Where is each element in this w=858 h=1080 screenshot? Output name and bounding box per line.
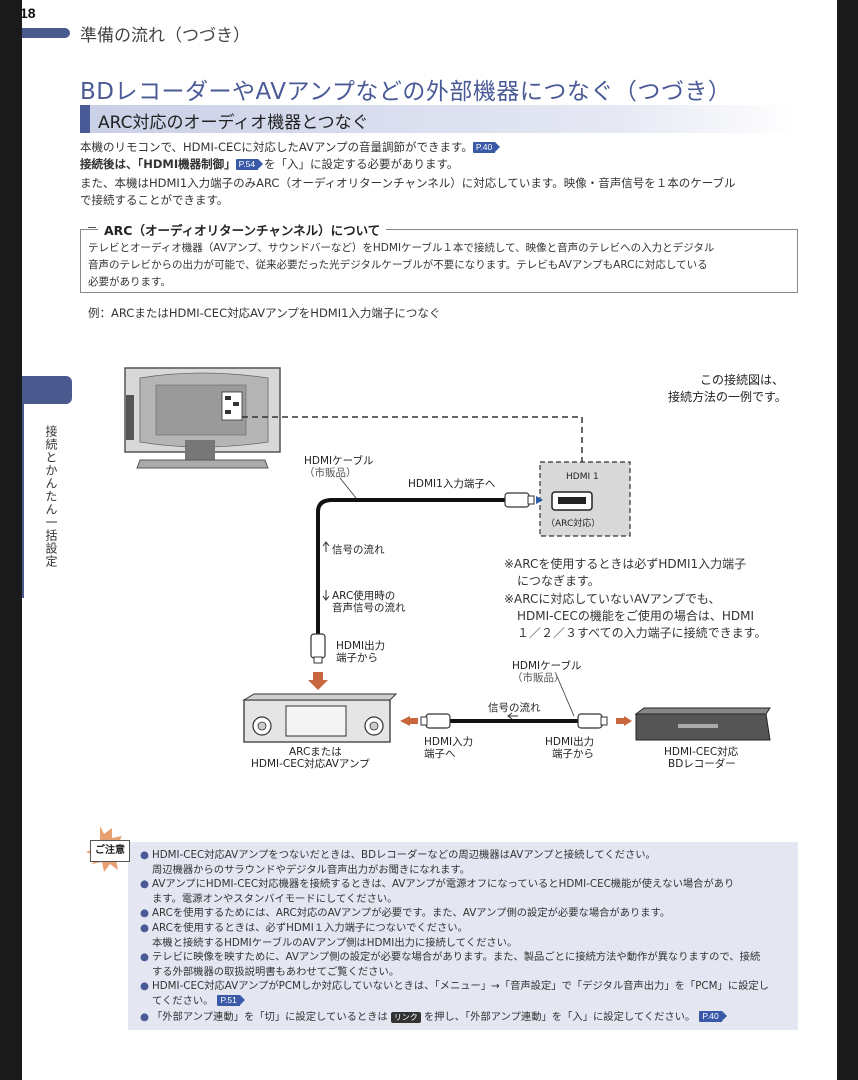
signal-flow-label: 信号の流れ [332,544,385,556]
signal-flow-label-2: 信号の流れ [488,702,541,714]
caution-item: ●ARCを使用するためには、ARC対応のAVアンプが必要です。また、AVアンプ側… [140,907,671,919]
arc-flow-label-2: 音声信号の流れ [332,602,406,614]
bd-label-2: BDレコーダー [668,758,736,770]
amp-hdmi-out-1: HDMI出力 [336,640,386,652]
caution-item: ●ARCを使用するときは、必ずHDMI１入力端子につないでください。本機と接続す… [140,922,518,949]
section-header: 準備の流れ（つづき） [80,26,250,46]
arc-flow-label-1: ARC使用時の [332,590,396,602]
page-number: 18 [20,5,36,21]
side-tab-line [22,398,24,598]
diagram-note-1-line-1: ※ARCを使用するときは必ずHDMI1入力端子 [504,557,747,571]
amp-label-2: HDMI-CEC対応AVアンプ [251,758,370,770]
side-tab[interactable] [22,376,72,404]
page-ref-p40[interactable]: P.40 [472,142,501,153]
intro-line-1: 本機のリモコンで、HDMI-CECに対応したAVアンプの音量調節ができます。P.… [80,139,501,156]
port-label: HDMI 1 [566,472,599,482]
arc-info-line-2: 音声のテレビからの出力が可能で、従来必要だった光デジタルケーブルが不要になります… [88,259,708,271]
arc-info-box [80,229,798,293]
port-arc-label: （ARC対応） [546,519,601,529]
hdmi1-in-label: HDMI1入力端子へ [408,478,496,490]
page-title: BDレコーダーやAVアンプなどの外部機器につなぐ（つづき） [80,79,732,105]
subtitle-accent [80,105,90,133]
intro-line-3: また、本機はHDMI1入力端子のみARC（オーディオリターンチャンネル）に対応し… [80,176,736,190]
diagram-note-top-1: この接続図は、 [700,373,785,387]
diagram-note-2-line-1: ※ARCに対応していないAVアンプでも、 [504,592,721,606]
page-ref-p54[interactable]: P.54 [235,159,264,170]
arc-info-line-3: 必要があります。 [88,276,171,288]
caution-item: ●HDMI-CEC対応AVアンプがPCMしか対応していないときは、「メニュー」→… [140,980,769,1007]
link-key-icon: リンク [390,1012,421,1023]
amp-hdmi-out-2: 端子から [336,652,378,664]
tv-rear-illustration [124,367,281,469]
caution-item: ●テレビに映像を映すために、AVアンプ側の設定が必要な場合があります。また、製品… [140,951,761,978]
example-caption: 例：ARCまたはHDMI-CEC対応AVアンプをHDMI1入力端子につなぐ [88,306,441,320]
header-bar [22,28,70,38]
cable1-sub: （市販品） [304,467,357,479]
bd-recorder-illustration [634,707,771,741]
diagram-note-2-line-3: １／２／３すべての入力端子に接続できます。 [517,626,767,640]
side-tab-label: 接続とかんたん一括設定 [44,425,58,568]
amp-in-label-1: HDMI入力 [424,736,474,748]
arc-info-label: ARC（オーディオリターンチャンネル）について [98,220,387,239]
caution-item: ●「外部アンプ連動」を「切」に設定しているときはリンクを押し、「外部アンプ連動」… [140,1010,728,1025]
subtitle: ARC対応のオーディオ機器とつなぐ [98,113,369,133]
cable2-label: HDMIケーブル [512,660,582,672]
diagram-note-1-line-2: につなぎます。 [517,574,600,588]
intro-line-4: で接続することができます。 [80,193,229,207]
page-ref-p51[interactable]: P.51 [217,994,246,1006]
amp-label-1: ARCまたは [289,746,342,758]
arc-info-line-1: テレビとオーディオ機器（AVアンプ、サウンドバーなど）をHDMIケーブル１本で接… [88,242,715,254]
subtitle-band [80,105,798,133]
diagram-note-2-line-2: HDMI-CECの機能をご使用の場合は、HDMI [517,609,754,623]
bd-label-1: HDMI-CEC対応 [664,746,739,758]
diagram-note-top-2: 接続方法の一例です。 [668,390,787,404]
cable2-sub: （市販品） [512,672,565,684]
box-label-tick [88,227,96,228]
amp-in-label-2: 端子へ [424,748,456,760]
bd-out-label-1: HDMI出力 [545,736,595,748]
bd-out-label-2: 端子から [552,748,594,760]
caution-item: ●AVアンプにHDMI-CEC対応機器を接続するときは、AVアンプが電源オフにな… [140,878,735,905]
caution-badge: ご注意 [90,840,130,862]
page-ref-p40-b[interactable]: P.40 [699,1011,728,1022]
cable1-label: HDMIケーブル [304,455,374,467]
av-amp-illustration [242,693,398,743]
caution-item: ●HDMI-CEC対応AVアンプをつないだときは、BDレコーダーなどの周辺機器は… [140,849,656,876]
